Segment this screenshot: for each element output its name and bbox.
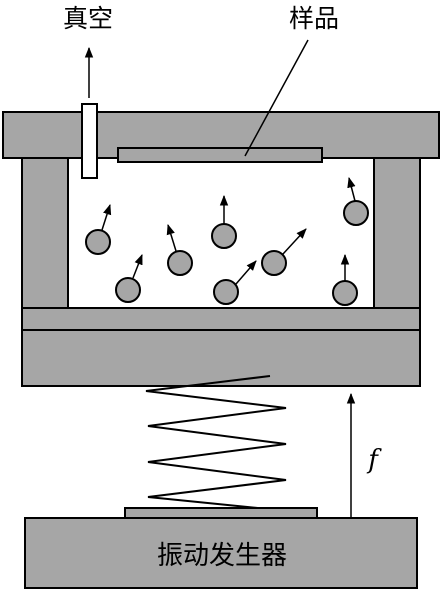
particle-arrow xyxy=(282,228,307,255)
vibration-generator xyxy=(24,517,418,589)
particle-arrow xyxy=(132,254,143,279)
chamber-right-wall xyxy=(373,157,421,309)
particle xyxy=(213,279,239,305)
particle xyxy=(261,250,287,276)
chamber-bottom-plate xyxy=(21,307,421,331)
sample-leader-line xyxy=(244,39,309,157)
particle-arrow xyxy=(101,203,112,231)
sample-label: 样品 xyxy=(289,4,339,33)
particles xyxy=(85,176,369,306)
vibration-table xyxy=(21,329,421,387)
particle-arrow xyxy=(166,223,177,252)
sample-plate xyxy=(117,147,323,163)
particle xyxy=(343,200,369,226)
force-label: f xyxy=(366,445,382,475)
spring xyxy=(145,375,287,511)
vacuum-tube xyxy=(81,103,98,179)
shaker-label: 振动发生器 xyxy=(157,541,287,571)
particle xyxy=(115,277,141,303)
particle xyxy=(332,280,358,306)
particle xyxy=(167,250,193,276)
particle xyxy=(211,223,237,249)
particle-arrow xyxy=(347,176,356,202)
chamber-left-wall xyxy=(21,157,69,309)
vacuum-label: 真空 xyxy=(63,4,113,33)
particle-arrow xyxy=(235,260,257,285)
particle xyxy=(85,229,111,255)
